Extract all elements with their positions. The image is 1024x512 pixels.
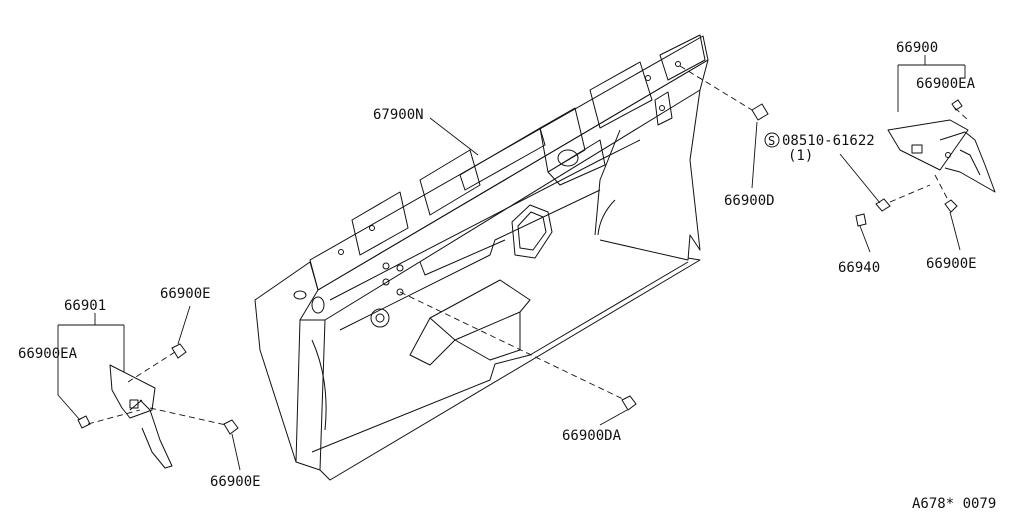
leader-lines [57,55,969,471]
left-clip-e-bottom [223,419,239,435]
label-left-clip-e-top: 66900E [160,286,211,302]
clip-d [751,103,769,121]
label-right-clip-ea: 66900EA [916,76,976,92]
label-left-clip-e-bottom: 66900E [210,474,261,490]
right-clip-e [944,199,958,213]
left-clip-e-top [171,343,187,359]
bolt-symbol: S [768,134,775,148]
label-bolt: 08510-61622 [782,133,875,149]
right-clip-ea [951,99,963,111]
left-finisher-assembly [77,343,637,469]
label-right-clip-e: 66900E [926,256,977,272]
diagram-code: A678* 0079 [912,496,996,512]
label-right-finisher: 66900 [896,40,938,56]
right-washer [855,213,867,227]
label-bolt-qty: (1) [788,148,813,164]
label-dash-insulator: 67900N [373,107,424,123]
bolt-symbol-circle [764,132,780,148]
left-clip-ea [77,415,91,429]
label-left-finisher: 66901 [64,298,106,314]
label-right-washer: 66940 [838,260,880,276]
dash-insulator-panel [254,34,709,481]
part-labels: 67900N 66900D S 08510-61622 (1) 66900 66… [18,40,996,512]
label-clip-d: 66900D [724,193,775,209]
clip-da [621,395,637,411]
label-left-clip-ea: 66900EA [18,346,78,362]
label-clip-da: 66900DA [562,428,622,444]
